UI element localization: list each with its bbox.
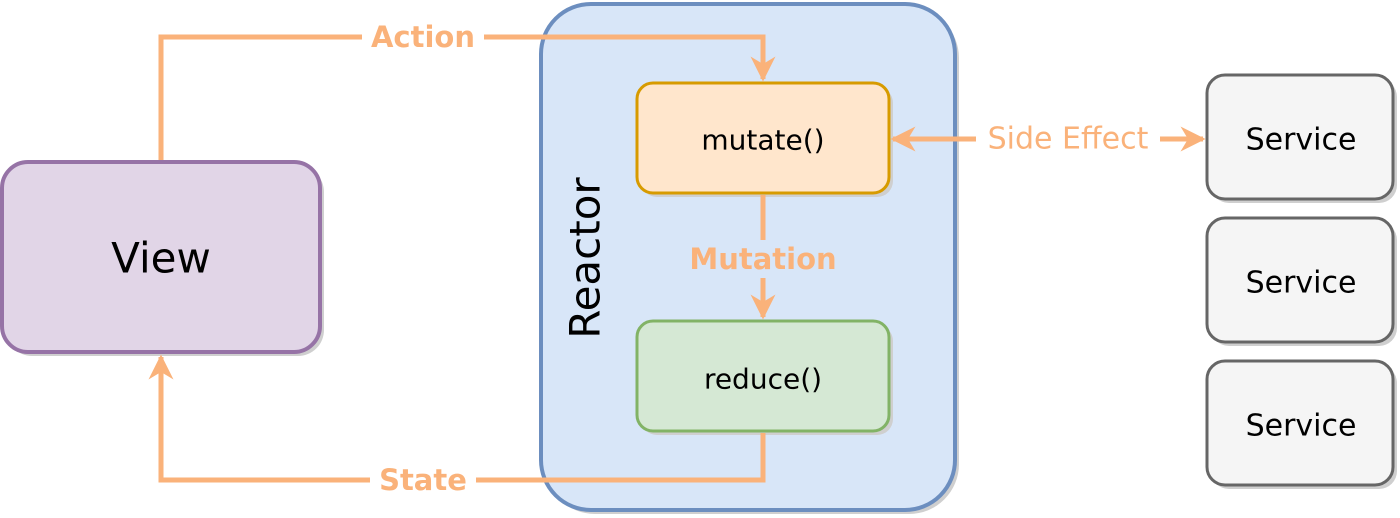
view-label: View [111, 234, 211, 283]
service-box [1205, 73, 1395, 201]
side-effect-label-bg [976, 120, 1160, 158]
mutation-label-bg [682, 240, 844, 278]
service-node: Service [1205, 359, 1397, 489]
view-node: View [0, 160, 324, 356]
service-box [1205, 216, 1395, 344]
mutation-edge: Mutation [682, 195, 844, 320]
service-node: Service [1205, 216, 1397, 346]
action-label-bg [362, 20, 484, 54]
state-label-bg [370, 462, 476, 498]
mutate-node: mutate() [635, 81, 893, 197]
action-label: Action [371, 20, 475, 54]
service-label: Service [1246, 123, 1357, 158]
reactor-label: Reactor [561, 177, 610, 339]
state-edge: State [148, 354, 766, 498]
mutate-label: mutate() [701, 124, 824, 157]
mutation-label: Mutation [689, 242, 836, 276]
state-label: State [379, 463, 467, 497]
action-edge: Action [158, 20, 776, 160]
service-node: Service [1205, 73, 1397, 203]
service-label: Service [1246, 266, 1357, 301]
service-label: Service [1246, 409, 1357, 444]
service-box [1205, 359, 1395, 487]
reduce-box [635, 319, 891, 433]
mutate-box [635, 81, 891, 195]
reduce-node: reduce() [635, 319, 893, 435]
side-effect-edge: Side Effect [890, 120, 1206, 158]
view-box [0, 160, 322, 354]
reduce-label: reduce() [704, 363, 822, 396]
side-effect-label: Side Effect [988, 122, 1149, 157]
